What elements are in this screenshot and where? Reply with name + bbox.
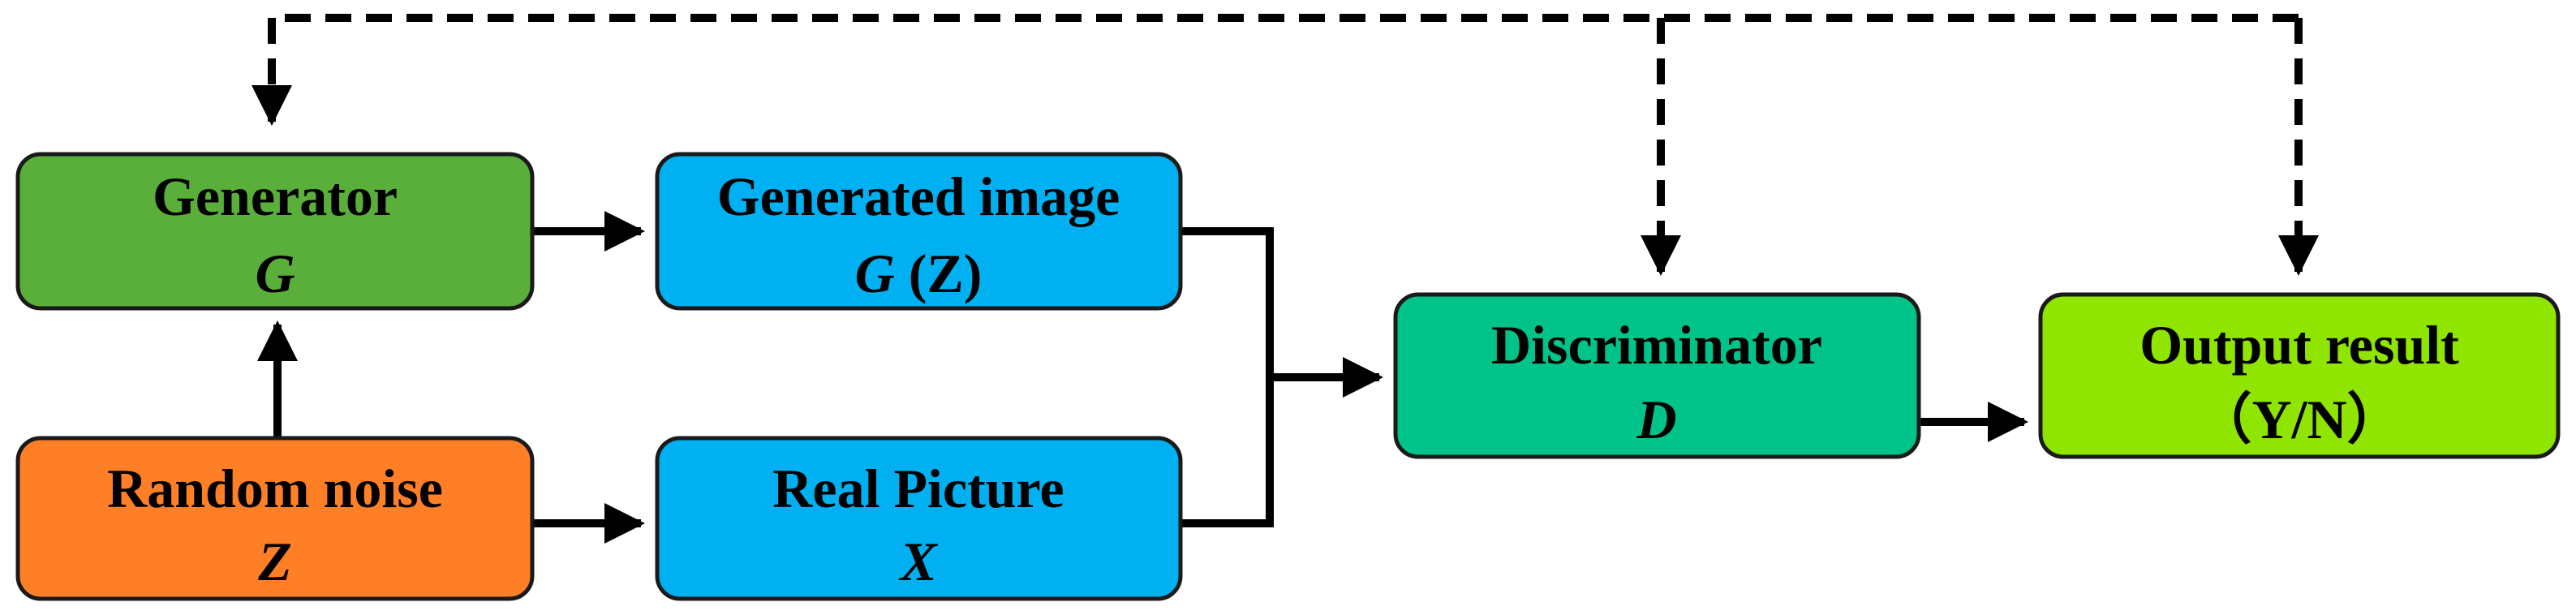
generated-image-symbol-z: (Z) [895, 243, 983, 304]
output-result-node: Output result （Y/N） [2038, 292, 2561, 459]
generated-image-box [655, 152, 1183, 311]
discriminator-symbol: D [1636, 389, 1676, 450]
generator-box [15, 152, 535, 311]
generated-image-symbol: G (Z) [855, 243, 983, 304]
generator-symbol: G [255, 243, 295, 304]
output-result-box [2038, 292, 2561, 459]
generator-title: Generator [153, 166, 398, 227]
generated-image-title: Generated image [717, 166, 1120, 227]
random-noise-symbol: Z [257, 531, 292, 592]
real-picture-symbol: X [898, 531, 938, 592]
discriminator-box [1393, 292, 1921, 459]
real-picture-box [655, 436, 1183, 601]
feedback-loop [252, 14, 2319, 276]
real-picture-node: Real Picture X [655, 436, 1183, 601]
generated-image-symbol-g: G [855, 243, 895, 304]
real-picture-title: Real Picture [772, 458, 1064, 519]
random-noise-title: Random noise [107, 458, 443, 519]
generated-image-node: Generated image G (Z) [655, 152, 1183, 311]
merge-from-generated-image [1180, 227, 1274, 377]
generator-node: Generator G [15, 152, 535, 311]
data-flow [257, 211, 2028, 544]
random-noise-node: Random noise Z [15, 436, 535, 601]
random-noise-box [15, 436, 535, 601]
merge-from-real-picture [1180, 377, 1274, 527]
output-result-symbol: （Y/N） [2196, 389, 2402, 450]
discriminator-node: Discriminator D [1393, 292, 1921, 459]
output-result-title: Output result [2139, 314, 2459, 376]
discriminator-title: Discriminator [1491, 314, 1822, 376]
